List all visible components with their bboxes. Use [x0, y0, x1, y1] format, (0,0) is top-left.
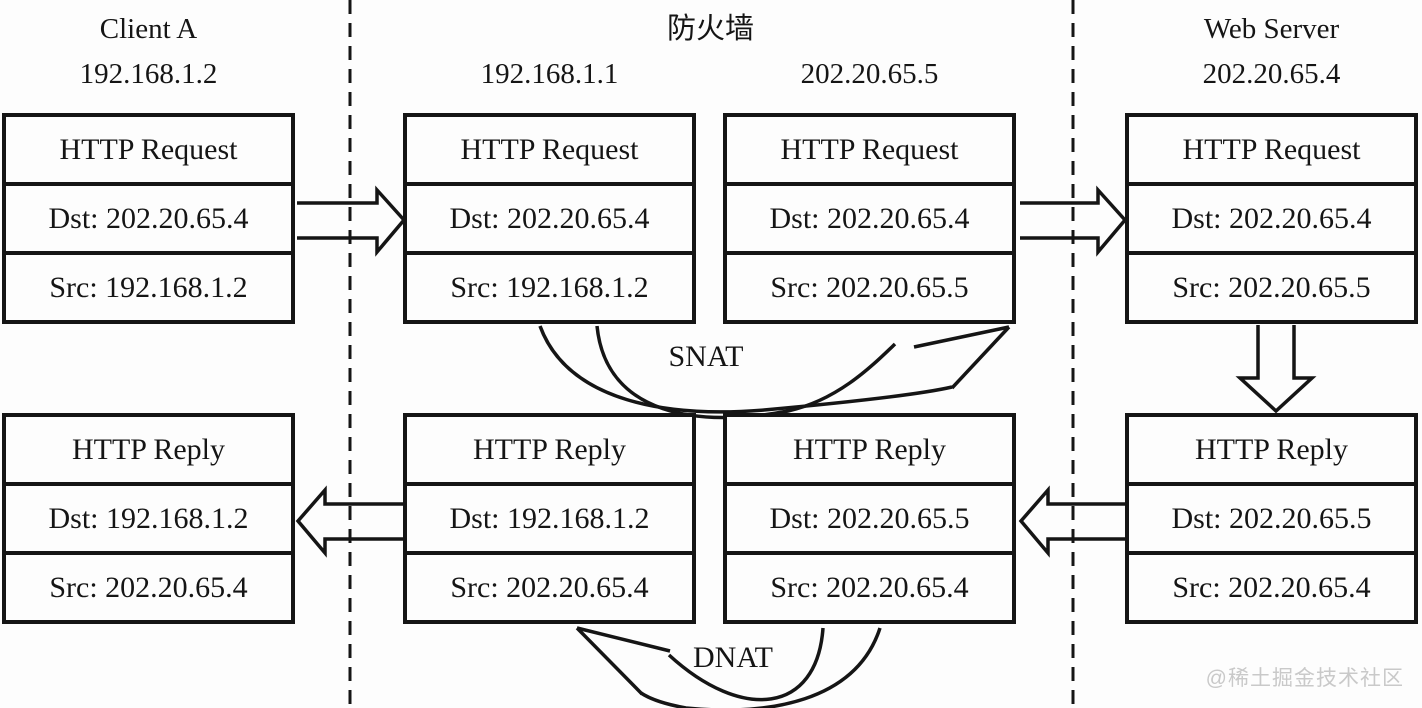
- packet-box-request-firewall-out: HTTP Request Dst: 202.20.65.4 Src: 202.2…: [723, 113, 1016, 324]
- snat-label: SNAT: [668, 340, 744, 373]
- dnat-label: DNAT: [693, 641, 773, 674]
- packet-box-reply-client: HTTP Reply Dst: 192.168.1.2 Src: 202.20.…: [2, 413, 295, 624]
- packet-dst-field: Dst: 192.168.1.2: [2, 482, 295, 555]
- zone-title-firewall: 防火墙: [666, 13, 754, 45]
- zone-ip-client: 192.168.1.2: [79, 58, 218, 90]
- packet-title: HTTP Reply: [403, 413, 696, 486]
- packet-dst-field: Dst: 202.20.65.4: [403, 182, 696, 255]
- zone-ip-firewall-internal: 192.168.1.1: [480, 58, 619, 90]
- packet-title: HTTP Request: [2, 113, 295, 186]
- server-request-to-reply-down-arrow-icon: [1235, 325, 1317, 414]
- packet-box-reply-firewall-out: HTTP Reply Dst: 202.20.65.5 Src: 202.20.…: [723, 413, 1016, 624]
- packet-box-reply-server: HTTP Reply Dst: 202.20.65.5 Src: 202.20.…: [1125, 413, 1418, 624]
- reply-arrow-server-to-firewall-icon: [1018, 485, 1125, 558]
- packet-title: HTTP Reply: [723, 413, 1016, 486]
- packet-dst-field: Dst: 202.20.65.4: [1125, 182, 1418, 255]
- packet-src-field: Src: 202.20.65.4: [723, 551, 1016, 624]
- packet-src-field: Src: 192.168.1.2: [403, 251, 696, 324]
- packet-box-request-server: HTTP Request Dst: 202.20.65.4 Src: 202.2…: [1125, 113, 1418, 324]
- packet-title: HTTP Request: [403, 113, 696, 186]
- packet-src-field: Src: 202.20.65.4: [2, 551, 295, 624]
- request-arrow-firewall-to-server-icon: [1020, 185, 1128, 257]
- packet-title: HTTP Request: [723, 113, 1016, 186]
- request-arrow-client-to-firewall-icon: [297, 185, 407, 257]
- packet-dst-field: Dst: 192.168.1.2: [403, 482, 696, 555]
- packet-src-field: Src: 202.20.65.5: [1125, 251, 1418, 324]
- watermark-text: @稀土掘金技术社区: [1205, 667, 1404, 690]
- packet-dst-field: Dst: 202.20.65.5: [723, 482, 1016, 555]
- packet-box-reply-firewall-in: HTTP Reply Dst: 192.168.1.2 Src: 202.20.…: [403, 413, 696, 624]
- zone-title-web-server: Web Server: [1203, 13, 1340, 45]
- packet-dst-field: Dst: 202.20.65.4: [2, 182, 295, 255]
- packet-title: HTTP Reply: [2, 413, 295, 486]
- packet-src-field: Src: 202.20.65.4: [1125, 551, 1418, 624]
- packet-src-field: Src: 202.20.65.4: [403, 551, 696, 624]
- packet-dst-field: Dst: 202.20.65.4: [723, 182, 1016, 255]
- reply-arrow-firewall-to-client-icon: [295, 485, 403, 558]
- packet-box-request-firewall-in: HTTP Request Dst: 202.20.65.4 Src: 192.1…: [403, 113, 696, 324]
- packet-src-field: Src: 192.168.1.2: [2, 251, 295, 324]
- packet-title: HTTP Request: [1125, 113, 1418, 186]
- zone-ip-firewall-external: 202.20.65.5: [800, 58, 939, 90]
- packet-dst-field: Dst: 202.20.65.5: [1125, 482, 1418, 555]
- zone-ip-web-server: 202.20.65.4: [1202, 58, 1341, 90]
- zone-title-client: Client A: [99, 13, 198, 45]
- packet-title: HTTP Reply: [1125, 413, 1418, 486]
- packet-box-request-client: HTTP Request Dst: 202.20.65.4 Src: 192.1…: [2, 113, 295, 324]
- packet-src-field: Src: 202.20.65.5: [723, 251, 1016, 324]
